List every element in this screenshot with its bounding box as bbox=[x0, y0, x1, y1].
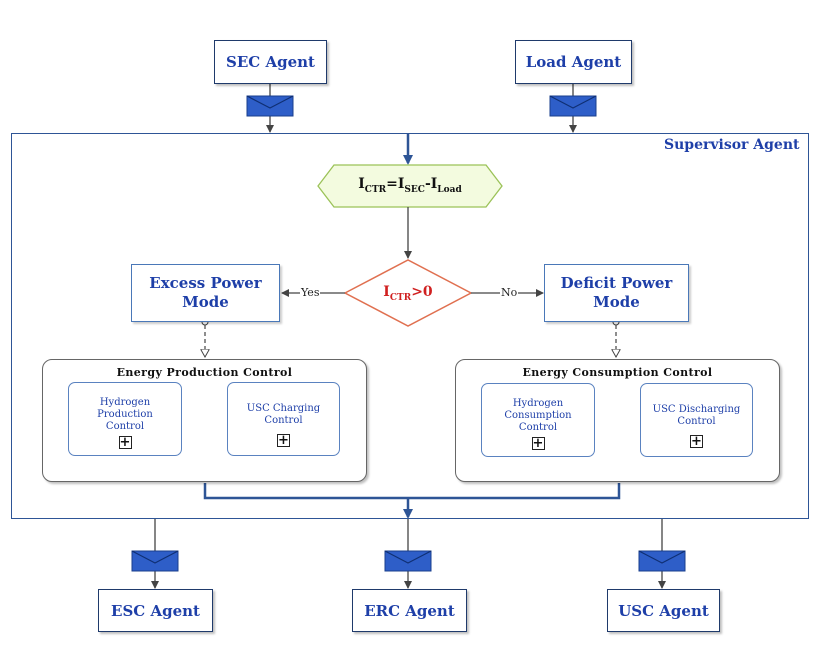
output-merge-bus bbox=[203, 483, 621, 500]
envelope-icon bbox=[384, 550, 432, 572]
deficit-mode-line-1: Deficit Power bbox=[560, 274, 673, 292]
load-agent-label: Load Agent bbox=[525, 53, 622, 71]
expand-icon[interactable]: + bbox=[277, 433, 290, 448]
expand-icon[interactable]: + bbox=[690, 434, 703, 449]
erc-agent-label: ERC Agent bbox=[364, 601, 455, 620]
esc-agent-box: ESC Agent bbox=[98, 589, 213, 632]
yes-label: Yes bbox=[300, 286, 321, 299]
load-agent-box: Load Agent bbox=[515, 40, 632, 84]
expand-icon[interactable]: + bbox=[531, 436, 545, 451]
formula-text: ICTR=ISEC-ILoad bbox=[358, 176, 462, 195]
envelope-icon bbox=[246, 95, 294, 117]
sec-agent-label: SEC Agent bbox=[226, 53, 315, 71]
supervisor-agent-label: Supervisor Agent bbox=[664, 137, 800, 153]
esc-agent-label: ESC Agent bbox=[111, 601, 200, 620]
decision-condition: ICTR>0 bbox=[383, 284, 433, 303]
supervisor-agent-frame bbox=[11, 133, 809, 519]
usc-agent-box: USC Agent bbox=[607, 589, 720, 632]
production-group-title: Energy Production Control bbox=[116, 366, 293, 379]
hydrogen-production-control-box: Hydrogen Production Control + bbox=[68, 382, 182, 456]
excess-mode-line-2: Mode bbox=[182, 293, 229, 311]
expand-icon[interactable]: + bbox=[118, 435, 132, 450]
deficit-power-mode-box: Deficit Power Mode bbox=[544, 264, 689, 322]
excess-power-mode-box: Excess Power Mode bbox=[131, 264, 280, 322]
usc-agent-label: USC Agent bbox=[618, 601, 709, 620]
deficit-mode-line-2: Mode bbox=[593, 293, 640, 311]
usc-charging-control-box: USC Charging Control + bbox=[227, 382, 340, 456]
usc-discharging-control-box: USC Discharging Control + bbox=[640, 383, 753, 457]
no-label: No bbox=[500, 286, 519, 299]
envelope-icon bbox=[638, 550, 686, 572]
sec-agent-box: SEC Agent bbox=[214, 40, 327, 84]
formula-hexagon bbox=[317, 164, 503, 208]
hydrogen-consumption-control-box: Hydrogen Consumption Control + bbox=[481, 383, 595, 457]
envelope-icon bbox=[131, 550, 179, 572]
erc-agent-box: ERC Agent bbox=[352, 589, 467, 632]
consumption-group-title: Energy Consumption Control bbox=[522, 366, 713, 379]
envelope-icon bbox=[549, 95, 597, 117]
excess-mode-line-1: Excess Power bbox=[149, 274, 262, 292]
